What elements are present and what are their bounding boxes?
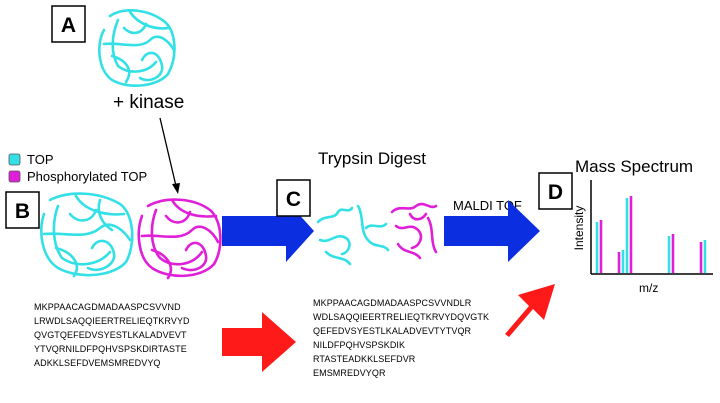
sequence-line: YTVQRNILDFPQHVSPSKDIRTASTE	[34, 344, 187, 354]
legend-phospho-swatch	[8, 170, 21, 183]
full-protein-sequence: MKPPAACAGDMADAASPCSVVND LRWDLSAQQIEERTRE…	[34, 300, 190, 370]
red-arrow-sequence	[222, 312, 296, 372]
peptide-line: NILDFPQHVSPSKDIK	[313, 340, 406, 350]
tryptic-peptide-list: MKPPAACAGDMADAASPCSVVNDLR WDLSAQQIEERTRE…	[313, 297, 489, 381]
sequence-line: QVGTQEFEDVSYESTLKALADVEVT	[34, 330, 187, 340]
trypsin-digest-label: Trypsin Digest	[318, 149, 426, 168]
peptide-line: QEFEDVSYESTLKALADVEVTYTVQR	[313, 326, 472, 336]
kinase-label: + kinase	[113, 92, 184, 113]
blue-arrow-maldi	[444, 200, 540, 262]
svg-text:C: C	[286, 188, 301, 211]
mass-spectrum-plot: Intensity m/z	[572, 180, 713, 295]
red-arrow-spectrum	[505, 284, 555, 337]
panel-b-label: B	[5, 191, 40, 229]
svg-text:A: A	[61, 14, 76, 37]
legend-top-label: TOP	[27, 152, 54, 167]
kinase-arrow	[159, 117, 180, 194]
legend-phospho-label: Phosphorylated TOP	[27, 169, 147, 184]
svg-text:B: B	[15, 200, 30, 223]
sequence-line: LRWDLSAQQIEERTRELIEQTKRVYD	[34, 316, 190, 326]
top-protein-b	[40, 192, 134, 278]
mz-axis-label: m/z	[639, 281, 658, 295]
top-protein-a	[98, 9, 176, 87]
panel-d-label: D	[538, 172, 573, 210]
peptide-line: EMSMREDVYQR	[313, 368, 386, 378]
peptide-line: RTASTEADKKLSEFDVR	[313, 354, 416, 364]
sequence-line: ADKKLSEFDVEMSMREDVYQ	[34, 358, 161, 368]
maldi-tof-label: MALDI TOF	[453, 198, 522, 213]
digested-peptides-phospho	[390, 202, 438, 260]
panel-a-label: A	[51, 5, 86, 43]
svg-text:D: D	[548, 181, 563, 204]
intensity-axis-label: Intensity	[572, 206, 586, 251]
peptide-line: WDLSAQQIEERTRELIEQTKRVYDQVGTK	[313, 312, 490, 322]
phospho-top-protein	[137, 198, 222, 280]
sequence-line: MKPPAACAGDMADAASPCSVVND	[34, 302, 181, 312]
peptide-line: MKPPAACAGDMADAASPCSVVNDLR	[313, 298, 472, 308]
legend-top-swatch	[8, 153, 21, 166]
digested-peptides-top	[316, 204, 390, 266]
mass-spectrum-title: Mass Spectrum	[575, 157, 693, 176]
panel-c-label: C	[276, 179, 311, 217]
legend: TOP Phosphorylated TOP	[8, 152, 147, 184]
